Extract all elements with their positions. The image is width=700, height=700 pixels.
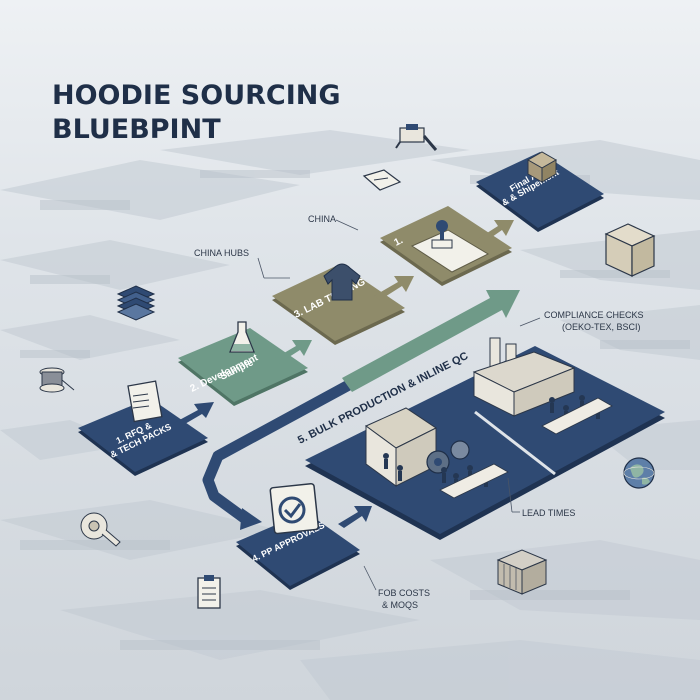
- step-4-pp-approvals-tile: [236, 512, 360, 590]
- flask-icon: [229, 321, 255, 353]
- shipping-box-icon: [604, 223, 656, 277]
- arrow-4-to-5: [338, 506, 372, 528]
- container-icon: [496, 549, 548, 595]
- arrow-6-to-7: [476, 220, 514, 244]
- annotation-china-hubs: CHINA HUBS: [194, 248, 290, 279]
- thread-spool-icon: [39, 367, 75, 393]
- gears-icon: [365, 407, 470, 487]
- page-title-line1: HOODIE SOURCING: [52, 80, 341, 111]
- arrow-2-to-3: [272, 340, 312, 364]
- fabric-stack-icon: [116, 285, 156, 321]
- clipboard-icon: [197, 575, 221, 609]
- step-3-lab-tile: [272, 264, 405, 345]
- fob-label-line2: & MOQS: [382, 600, 418, 610]
- flow-arrows: [172, 220, 520, 530]
- arrow-3-to-6: [374, 276, 414, 300]
- annotation-china: CHINA: [308, 214, 359, 231]
- compliance-label-line2: (OEKO-TEX, BSCI): [562, 322, 641, 332]
- step-2-sample-tile: [178, 328, 308, 406]
- compliance-label-line1: COMPLIANCE CHECKS: [544, 310, 644, 320]
- annotation-lead-times: LEAD TIMES: [507, 477, 575, 518]
- drone-icon: [395, 124, 438, 151]
- globe-icon: [623, 457, 655, 489]
- fob-label-line1: FOB COSTS: [378, 588, 430, 598]
- step-7-final-aql-tile: [476, 152, 604, 232]
- step-5-bulk-production-platform: [305, 346, 665, 540]
- arrow-bulk-path: [202, 375, 361, 523]
- factory-icon: [472, 337, 576, 417]
- china-label: CHINA: [308, 214, 336, 224]
- arrow-1-to-2: [172, 402, 214, 428]
- rfq-document-icon: [127, 380, 163, 423]
- annotation-fob: FOB COSTS & MOQS: [363, 565, 430, 610]
- china-hubs-label: CHINA HUBS: [194, 248, 249, 258]
- work-tables: [439, 397, 613, 499]
- box-icon-top: [526, 151, 558, 183]
- label-tag-icon: [362, 169, 402, 191]
- lead-times-label: LEAD TIMES: [522, 508, 575, 518]
- hoodie-icon: [323, 263, 361, 301]
- stamp-icon: [431, 220, 453, 249]
- tape-measure-icon: [80, 512, 121, 547]
- page-title-line2: BLUEBPINT: [52, 114, 221, 145]
- annotation-compliance: COMPLIANCE CHECKS (OEKO-TEX, BSCI): [519, 310, 644, 332]
- arrow-bulk-production: [342, 290, 520, 392]
- checkmark-document-icon: [269, 482, 320, 535]
- step-1-rfq-tile: [78, 398, 208, 476]
